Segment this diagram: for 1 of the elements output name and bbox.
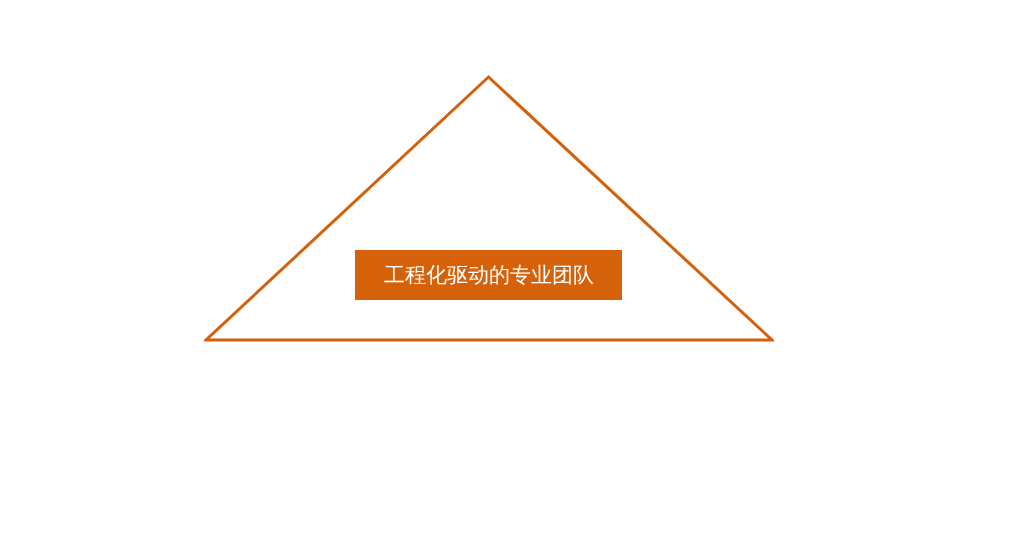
label-box: 工程化驱动的专业团队 <box>355 250 622 300</box>
